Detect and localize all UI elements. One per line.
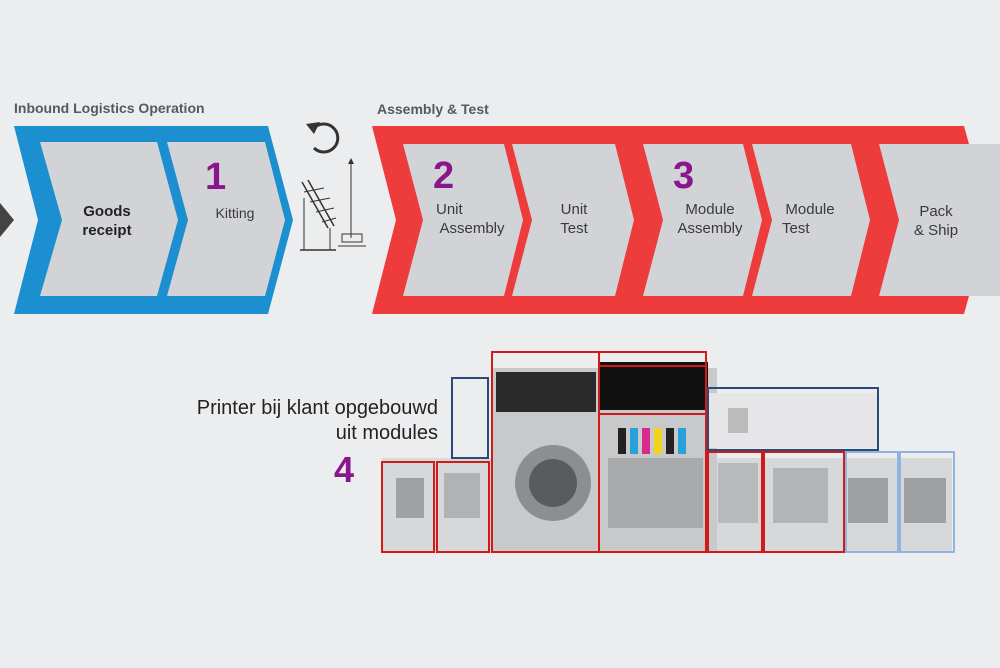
chevron-module-test [752,144,870,296]
pack-ship-label: Pack & Ship [913,203,959,239]
chevron-unit-assembly [403,144,523,296]
assembly-heading: Assembly & Test [377,101,489,117]
chevron-unit-test [512,144,634,296]
step-number-1: 1 [205,156,227,198]
step-number-4: 4 [334,449,355,490]
rotate-arrow-icon [306,122,340,154]
chevron-pack-ship [879,144,1000,296]
chevron-goods-receipt [40,142,178,296]
inbound-band [14,126,293,314]
printer-machine-image [381,351,955,553]
chevron-kitting [167,142,285,296]
chevron-module-assembly [643,144,762,296]
step-number-3: 3 [673,155,695,197]
assembly-band [372,126,1000,314]
left-arrow-tip-icon [0,203,14,237]
unit-test-label: Unit Test [560,201,588,237]
kitting-label: Kitting [215,205,255,221]
goods-receipt-label: Goods receipt [82,203,132,239]
module-assembly-label: Module Assembly [677,201,743,237]
step-number-2: 2 [433,155,455,197]
module-test-label: Module Test [782,201,835,237]
printer-caption: Printer bij klant opgebouwd uit modules [196,397,438,444]
conveyor-sketch-icon [300,158,366,251]
unit-assembly-label: Unit Assembly [436,201,505,237]
inbound-heading: Inbound Logistics Operation [14,100,205,116]
